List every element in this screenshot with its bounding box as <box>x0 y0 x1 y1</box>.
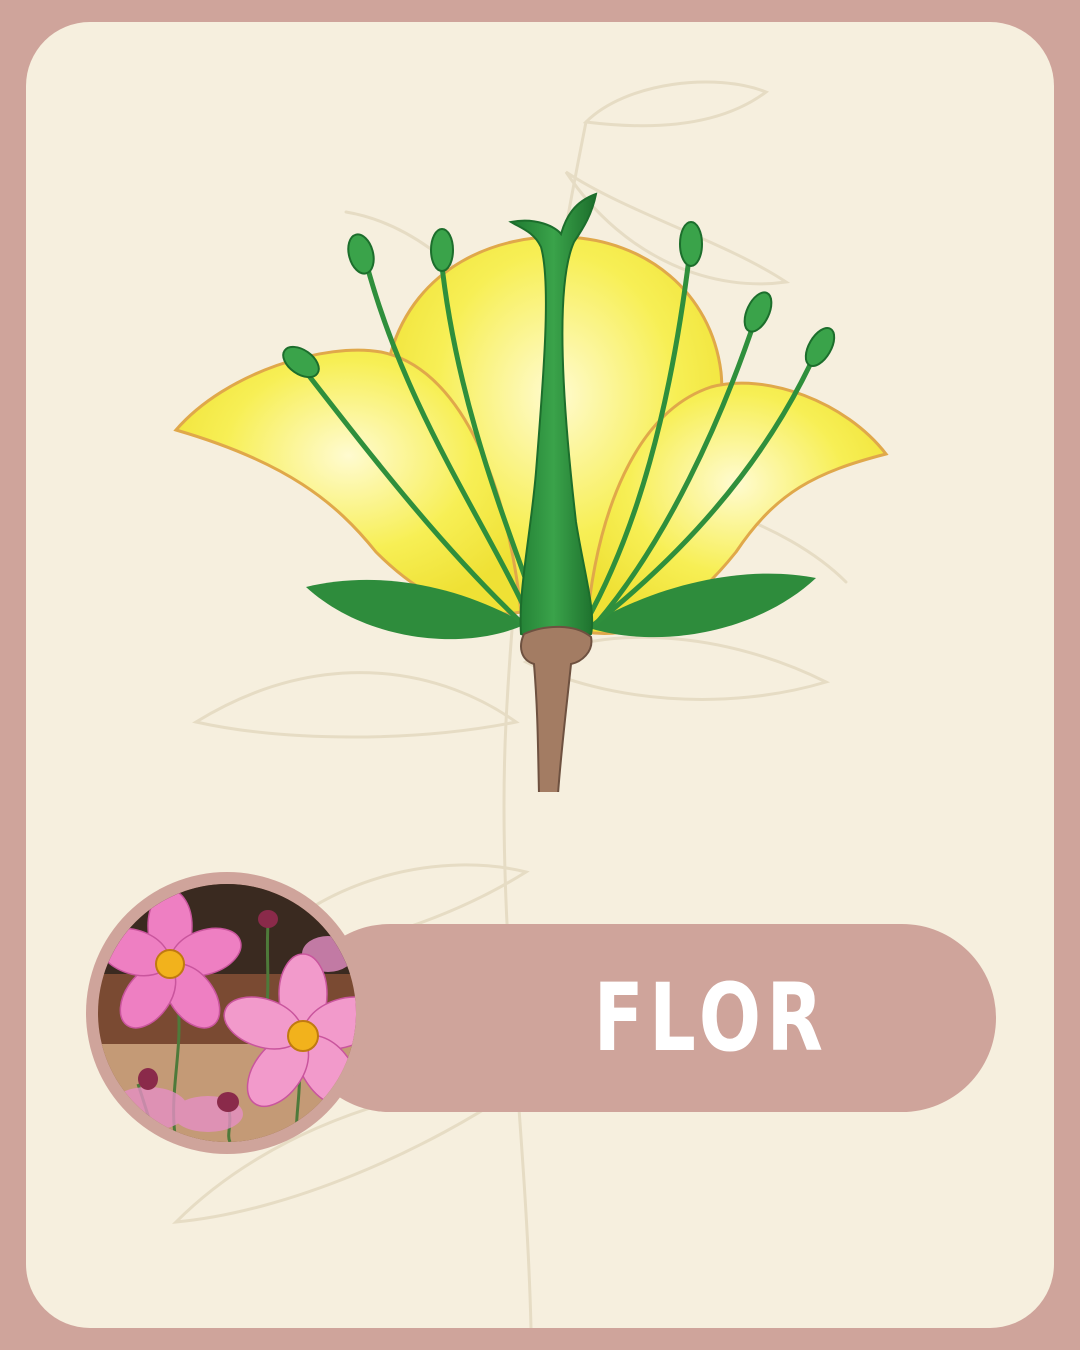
card-title: FLOR <box>593 963 829 1073</box>
cosmos-flowers-photo <box>98 884 356 1142</box>
photo-frame <box>86 872 368 1154</box>
card: FLOR <box>26 22 1054 1328</box>
title-banner: FLOR <box>296 924 996 1112</box>
flower-diagram-icon <box>173 192 889 792</box>
